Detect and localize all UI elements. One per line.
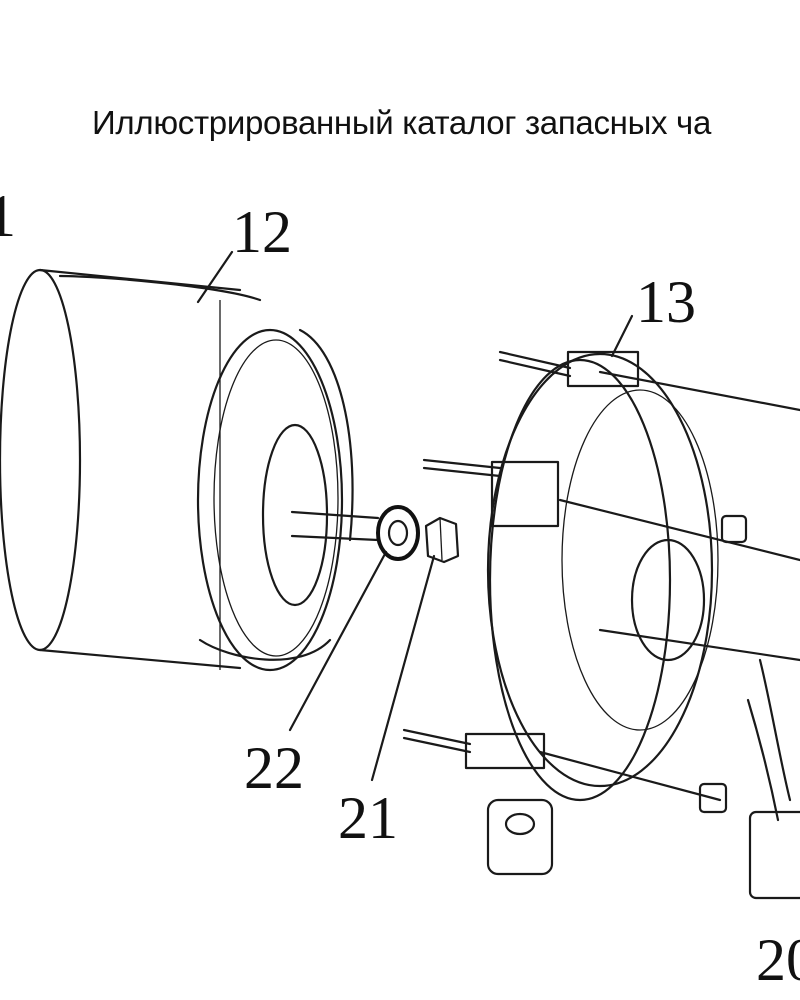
catalog-title: Иллюстрированный каталог запасных ча	[92, 104, 712, 141]
callout-label-22: 22	[244, 735, 304, 801]
motor-shaft	[290, 510, 380, 542]
callout-label-12: 12	[232, 199, 292, 265]
callout-label-20: 20	[756, 927, 800, 993]
nut	[424, 516, 460, 564]
motor-housing-plate	[402, 350, 800, 876]
blower-wheel	[0, 268, 354, 672]
callout-label-21: 21	[338, 785, 398, 851]
wire-connector	[746, 658, 800, 900]
washer	[376, 505, 420, 561]
callout-label-11: 1	[0, 183, 16, 249]
leader-lines	[196, 250, 634, 782]
callout-label-13: 13	[636, 269, 696, 335]
